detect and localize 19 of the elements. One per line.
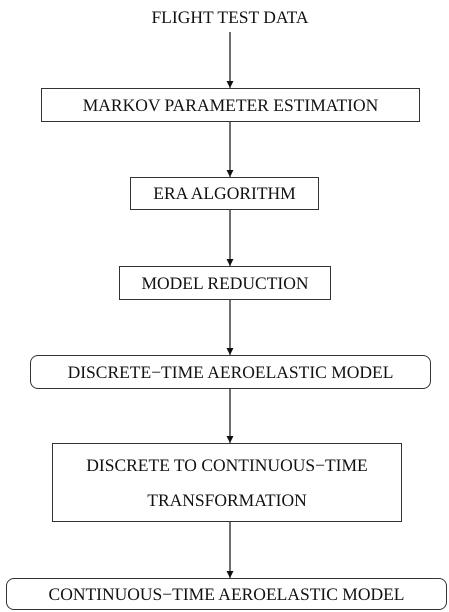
arrow <box>226 32 234 88</box>
process-box <box>41 88 420 122</box>
arrow <box>226 522 234 578</box>
box-label: DISCRETE TO CONTINUOUS−TIME TRANSFORMATION <box>85 454 369 512</box>
input-label: FLIGHT TEST DATA <box>151 6 309 28</box>
box-label: CONTINUOUS−TIME AEROELASTIC MODEL <box>48 584 404 604</box>
process-box <box>119 266 331 300</box>
box-label: DISCRETE−TIME AEROELASTIC MODEL <box>68 362 394 382</box>
arrow <box>226 300 234 355</box>
process-box <box>52 443 402 522</box>
box-label: MODEL REDUCTION <box>141 272 309 294</box>
arrow <box>226 389 234 443</box>
model-box <box>6 578 447 610</box>
box-label: MARKOV PARAMETER ESTIMATION <box>82 94 378 116</box>
process-box <box>130 177 319 210</box>
box-label: ERA ALGORITHM <box>153 183 296 204</box>
arrow <box>226 210 234 266</box>
model-box <box>30 355 431 389</box>
arrow <box>226 122 234 177</box>
